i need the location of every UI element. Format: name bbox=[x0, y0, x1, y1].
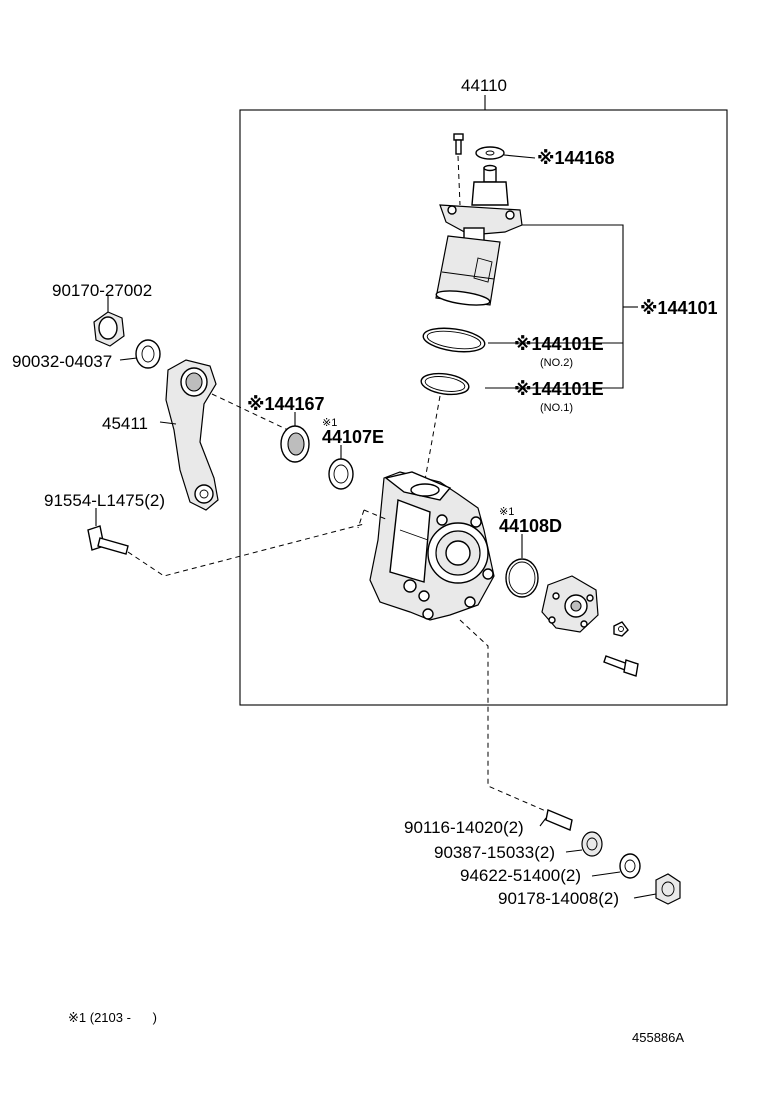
cover-nut-part bbox=[613, 621, 629, 637]
side-cover-part bbox=[541, 575, 599, 633]
control-valve-part bbox=[435, 133, 536, 306]
label-45411: 45411 bbox=[102, 414, 148, 433]
seal-44107e-part bbox=[328, 445, 354, 490]
label-94622: 94622-51400(2) bbox=[460, 866, 581, 885]
label-90178: 90178-14008(2) bbox=[498, 889, 619, 908]
label-no2: (NO.2) bbox=[540, 357, 573, 369]
washer-44168-part bbox=[475, 146, 536, 160]
cover-bolt-part bbox=[603, 655, 639, 677]
label-no1: (NO.1) bbox=[540, 402, 573, 414]
nut-90170-part bbox=[93, 296, 125, 347]
label-90387: 90387-15033(2) bbox=[434, 843, 555, 862]
bracket-44101 bbox=[485, 224, 638, 389]
label-44101e-no2: ※144101E bbox=[514, 334, 604, 354]
bolt-91554-part bbox=[87, 508, 365, 577]
label-44107e: 44107E bbox=[322, 427, 384, 447]
lock-washer-90032-part bbox=[119, 339, 161, 369]
o-ring-no2-part bbox=[422, 327, 486, 353]
label-90032: 90032-04037 bbox=[12, 352, 112, 371]
label-44101e-no1: ※144101E bbox=[514, 379, 604, 399]
label-91554: 91554-L1475(2) bbox=[44, 491, 165, 510]
bushing-90387-part bbox=[565, 831, 603, 857]
nut-90178-part bbox=[633, 873, 681, 905]
label-44168: ※144168 bbox=[537, 148, 615, 168]
label-90116: 90116-14020(2) bbox=[404, 818, 524, 837]
label-44101: ※144101 bbox=[640, 298, 718, 318]
label-44108d: 44108D bbox=[499, 516, 562, 536]
label-44167: ※144167 bbox=[247, 394, 325, 414]
pitman-arm-45411-part bbox=[159, 359, 289, 511]
o-ring-44108d-part bbox=[505, 534, 539, 598]
small-bolt-part bbox=[453, 133, 464, 206]
diagram-code: 455886A bbox=[632, 1030, 684, 1045]
stud-90116-part bbox=[539, 809, 573, 831]
washer-94622-part bbox=[591, 853, 641, 879]
o-ring-no1-part bbox=[420, 372, 470, 396]
lower-dash-line bbox=[459, 619, 549, 813]
footnote: ※1 (2103 - ) bbox=[68, 1010, 157, 1025]
label-44110: 44110 bbox=[461, 76, 507, 95]
oil-seal-44167-part bbox=[280, 412, 310, 463]
label-90170: 90170-27002 bbox=[52, 281, 152, 300]
valve-dash-line bbox=[424, 395, 441, 481]
gear-housing-part bbox=[357, 471, 495, 621]
label-44108d-mark: ※1 bbox=[499, 506, 514, 518]
label-44107e-mark: ※1 bbox=[322, 417, 337, 429]
